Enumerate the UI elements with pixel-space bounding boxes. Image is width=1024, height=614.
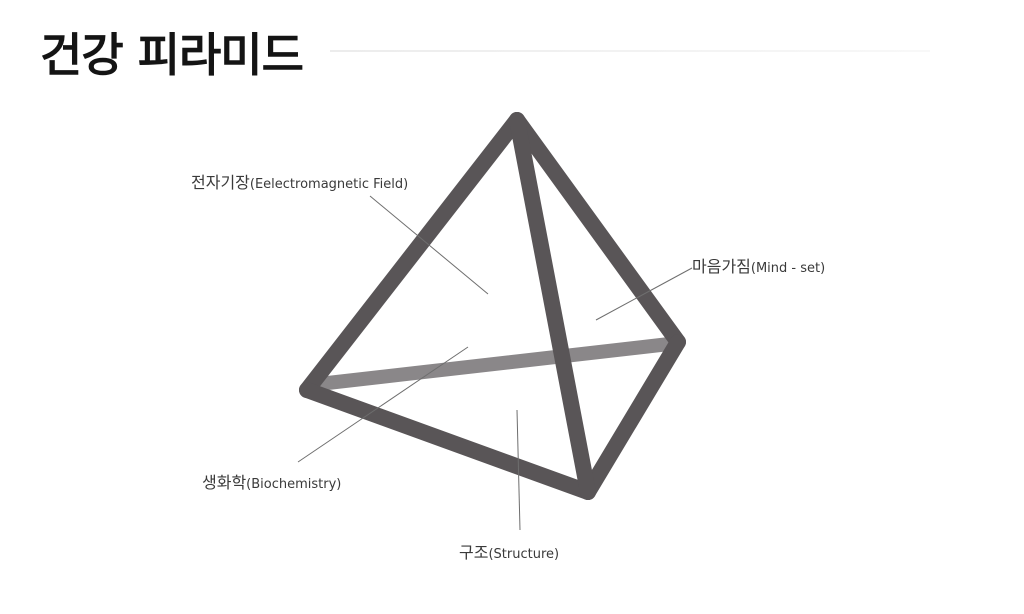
pyramid-edge-apex-right xyxy=(509,112,686,350)
label-structure-en: (Structure) xyxy=(488,547,559,562)
leader-line-electromagnetic xyxy=(369,195,489,295)
leader-line-biochemistry xyxy=(297,346,469,463)
label-electromagnetic-ko: 전자기장 xyxy=(191,173,250,192)
leader-line-mindset xyxy=(595,267,693,321)
label-mindset: 마음가짐(Mind - set) xyxy=(692,257,825,276)
pyramid-edge-apex-left xyxy=(299,112,525,398)
pyramid-edge-bottom-right xyxy=(580,334,686,500)
label-electromagnetic-field: 전자기장(Eelectromagnetic Field) xyxy=(191,173,408,192)
label-electromagnetic-en: (Eelectromagnetic Field) xyxy=(250,177,408,192)
title-divider xyxy=(330,50,930,52)
label-mindset-ko: 마음가짐 xyxy=(692,257,751,276)
pyramid-edge-front xyxy=(509,112,596,500)
label-mindset-en: (Mind - set) xyxy=(751,261,825,276)
page-title: 건강 피라미드 xyxy=(40,28,304,82)
label-biochemistry-en: (Biochemistry) xyxy=(246,477,341,492)
label-biochemistry: 생화학(Biochemistry) xyxy=(202,473,341,492)
pyramid-edge-bottom-left xyxy=(299,382,596,500)
label-structure-ko: 구조 xyxy=(459,543,488,562)
label-biochemistry-ko: 생화학 xyxy=(202,473,246,492)
leader-line-structure xyxy=(516,409,521,531)
pyramid-edge-back xyxy=(303,336,685,392)
label-structure: 구조(Structure) xyxy=(459,543,559,562)
